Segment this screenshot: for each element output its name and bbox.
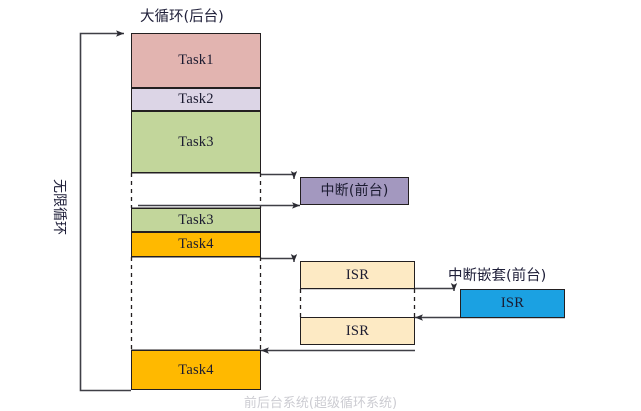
block-task3: Task3 (131, 111, 261, 173)
infinite-loop-bracket (79, 30, 131, 392)
block-isr-first: ISR (300, 261, 415, 289)
arrow-to-interrupt (261, 171, 298, 179)
figure-caption: 前后台系统(超级循环系统) (243, 396, 398, 411)
block-task2: Task2 (131, 88, 261, 111)
label-infinite-loop: 无限循环 (51, 179, 67, 235)
block-interrupt: 中断(前台) (300, 177, 409, 205)
label-background-loop: 大循环(后台) (140, 9, 224, 25)
block-task3-resumed: Task3 (131, 208, 261, 232)
block-isr-nested: ISR (460, 289, 565, 318)
label-nested-interrupt: 中断嵌套(前台) (448, 268, 547, 284)
arrow-to-isr1 (261, 254, 298, 262)
block-task4: Task4 (131, 232, 261, 257)
block-task4-resumed: Task4 (131, 350, 261, 390)
gap-rails (131, 172, 261, 351)
block-isr-second: ISR (300, 317, 415, 345)
dashed-column-isr (299, 289, 416, 317)
block-task1: Task1 (131, 33, 261, 88)
